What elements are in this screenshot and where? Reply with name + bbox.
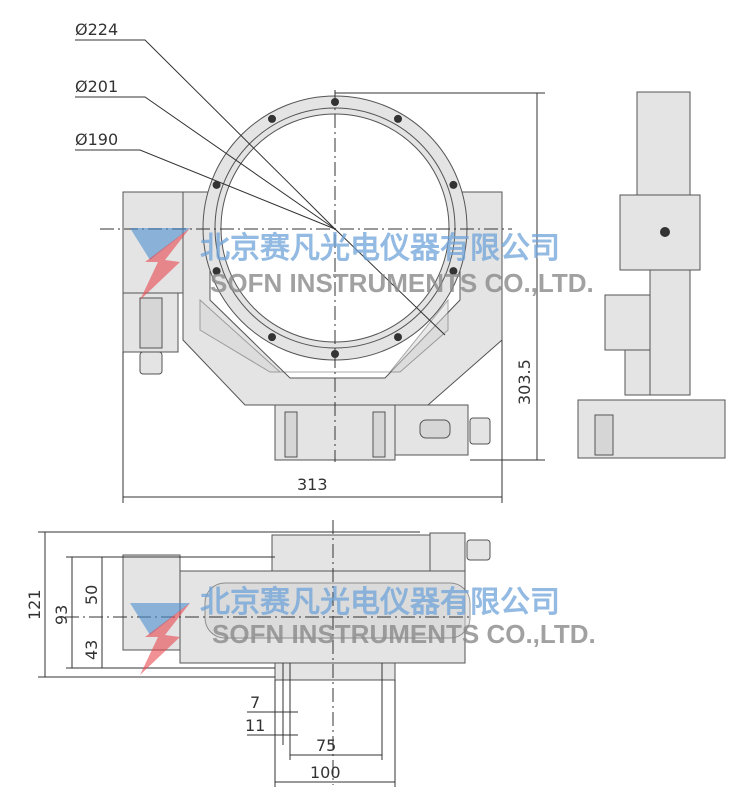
logo-red <box>140 603 190 675</box>
left-knob <box>139 351 163 375</box>
logo-blue <box>130 228 190 260</box>
top-block <box>271 534 431 572</box>
dim-121: 121 <box>25 589 44 620</box>
lower-bracket <box>274 662 396 681</box>
logo-red <box>140 228 190 300</box>
bolt <box>449 267 458 276</box>
side-bracket <box>649 269 691 396</box>
watermark-cn: 北京赛凡光电仪器有限公司 <box>200 585 560 620</box>
bottom-connector <box>419 419 451 439</box>
yoke-inner-chamfer <box>199 298 449 373</box>
watermark-en: SOFN INSTRUMENTS CO.,LTD. <box>210 268 594 298</box>
dim-dia-mid: Ø201 <box>75 77 118 96</box>
left-connector <box>139 297 163 349</box>
watermark-en: SOFN INSTRUMENTS CO.,LTD. <box>212 619 596 649</box>
bottom-knob <box>469 417 491 445</box>
top-motor <box>429 532 466 572</box>
watermark-top: 北京赛凡光电仪器有限公司 SOFN INSTRUMENTS CO.,LTD. <box>130 228 594 300</box>
dim-75: 75 <box>316 736 336 755</box>
bolt <box>449 180 458 189</box>
base-rail-right <box>372 411 386 458</box>
dim-93: 93 <box>52 605 71 625</box>
front-view: Ø224 Ø201 Ø190 303.5 313 <box>75 20 545 503</box>
side-hole <box>660 227 670 237</box>
side-base-knob <box>594 414 614 456</box>
dim-11: 11 <box>245 716 265 735</box>
dim-width-front: 313 <box>297 475 328 494</box>
plate-recess <box>204 582 471 639</box>
bolt <box>212 267 221 276</box>
ring-bolts <box>212 98 458 358</box>
leader-dia-mid <box>75 96 336 230</box>
bolt <box>268 114 276 123</box>
dim-100: 100 <box>310 763 341 782</box>
side-motor <box>604 294 651 351</box>
watermark-bottom: 北京赛凡光电仪器有限公司 SOFN INSTRUMENTS CO.,LTD. <box>130 585 596 675</box>
leader-dia-inner <box>75 149 336 230</box>
dim-height-front: 303.5 <box>515 359 534 405</box>
bolt <box>394 333 402 342</box>
leader-dia-outer <box>75 39 336 230</box>
bottom-view: 121 93 50 43 7 11 75 100 <box>25 520 491 787</box>
dim-7: 7 <box>250 693 260 712</box>
dim-dia-inner: Ø190 <box>75 130 118 149</box>
bolt <box>394 114 402 123</box>
bolt <box>268 333 276 342</box>
dim-50: 50 <box>82 585 101 605</box>
side-view <box>577 91 726 459</box>
side-column <box>636 91 691 196</box>
dim-dia-outer: Ø224 <box>75 20 118 39</box>
dim-43: 43 <box>82 640 101 660</box>
bolt <box>212 180 221 189</box>
base-rail-left <box>284 411 298 458</box>
watermark-cn: 北京赛凡光电仪器有限公司 <box>200 231 560 266</box>
logo-blue <box>130 603 190 635</box>
leader-extension <box>334 228 446 336</box>
side-block <box>619 194 701 271</box>
top-knob <box>466 539 491 561</box>
side-knob <box>624 349 651 396</box>
